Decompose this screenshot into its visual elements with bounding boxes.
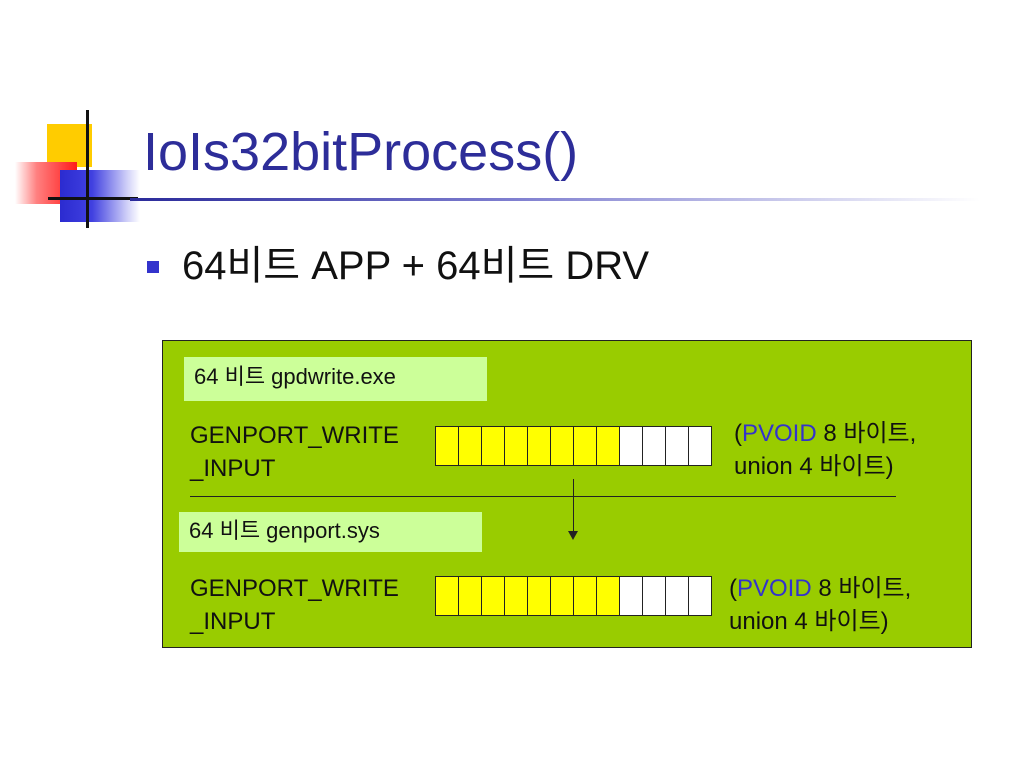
app-struct-name-line2: _INPUT: [190, 455, 276, 482]
byte-cell-filled: [505, 577, 527, 615]
byte-cell-empty: [666, 577, 688, 615]
byte-cell-filled: [528, 427, 550, 465]
down-arrow-shaft: [573, 479, 574, 534]
app-note-pvoid: PVOID: [742, 420, 817, 447]
title-underline: [130, 198, 980, 201]
byte-cell-filled: [436, 577, 458, 615]
driver-size-note: (PVOID 8 바이트, union 4 바이트): [729, 572, 911, 638]
byte-cell-filled: [551, 427, 573, 465]
byte-cell-filled: [436, 427, 458, 465]
byte-cell-filled: [482, 427, 504, 465]
app-note-line2: union 4 바이트): [734, 453, 894, 480]
byte-cell-filled: [528, 577, 550, 615]
decor-horizontal-line: [48, 197, 138, 200]
driver-note-line1-rest: 8 바이트,: [811, 575, 912, 602]
byte-cell-empty: [689, 577, 711, 615]
driver-note-open: (: [729, 575, 737, 602]
app-label: 64 비트 gpdwrite.exe: [184, 357, 487, 401]
driver-struct-name: GENPORT_WRITE _INPUT: [190, 572, 399, 638]
driver-note-line2: union 4 바이트): [729, 608, 889, 635]
byte-cell-empty: [666, 427, 688, 465]
diagram-panel: 64 비트 gpdwrite.exe GENPORT_WRITE _INPUT …: [162, 340, 972, 648]
decor-yellow-square: [47, 124, 92, 167]
driver-label: 64 비트 genport.sys: [179, 512, 482, 552]
app-size-note: (PVOID 8 바이트, union 4 바이트): [734, 417, 916, 483]
app-struct-name-line1: GENPORT_WRITE: [190, 422, 399, 449]
bullet-text: 64비트 APP + 64비트 DRV: [182, 244, 650, 288]
decor-vertical-line: [86, 110, 89, 228]
byte-cell-empty: [620, 577, 642, 615]
byte-cell-empty: [689, 427, 711, 465]
driver-note-pvoid: PVOID: [737, 575, 812, 602]
byte-cell-filled: [459, 427, 481, 465]
byte-cell-filled: [597, 427, 619, 465]
byte-cell-filled: [505, 427, 527, 465]
app-note-line1-rest: 8 바이트,: [816, 420, 917, 447]
down-arrow-icon: [568, 531, 578, 540]
byte-cell-filled: [459, 577, 481, 615]
decor-blue-square: [60, 170, 140, 222]
driver-struct-name-line2: _INPUT: [190, 608, 276, 635]
app-buffer-cells: [435, 426, 712, 466]
app-struct-name: GENPORT_WRITE _INPUT: [190, 419, 399, 485]
byte-cell-filled: [482, 577, 504, 615]
byte-cell-empty: [643, 427, 665, 465]
app-note-open: (: [734, 420, 742, 447]
driver-struct-name-line1: GENPORT_WRITE: [190, 575, 399, 602]
byte-cell-empty: [643, 577, 665, 615]
byte-cell-filled: [574, 577, 596, 615]
byte-cell-filled: [574, 427, 596, 465]
slide-title: IoIs32bitProcess(): [143, 122, 579, 182]
bullet-marker: [147, 261, 159, 273]
driver-buffer-cells: [435, 576, 712, 616]
divider-line: [190, 496, 896, 497]
byte-cell-filled: [597, 577, 619, 615]
byte-cell-empty: [620, 427, 642, 465]
byte-cell-filled: [551, 577, 573, 615]
